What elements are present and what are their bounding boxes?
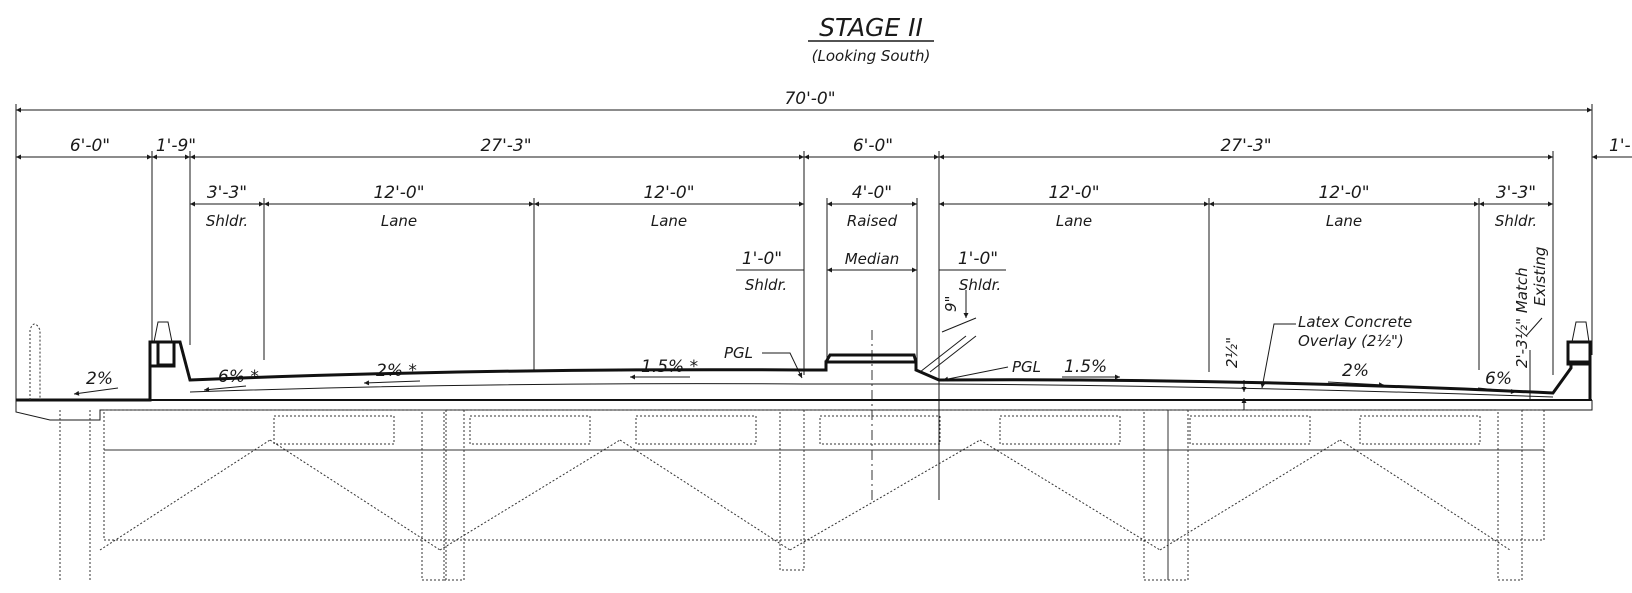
- lane-dimension-chain: 3'-3" 12'-0" 12'-0" 4'-0" 12'-0" 12'-0" …: [190, 183, 1553, 372]
- dim-median-height: 9": [942, 296, 960, 312]
- dim-lane-1: 12'-0": [373, 183, 424, 203]
- label-lane-4: Lane: [1326, 212, 1362, 230]
- dim-lane-2: 12'-0": [643, 183, 694, 203]
- label-pgl-left: PGL: [724, 344, 753, 362]
- label-lane-3: Lane: [1056, 212, 1092, 230]
- label-overlay-line1: Latex Concrete: [1298, 313, 1412, 331]
- label-shoulder-right: Shldr.: [1495, 212, 1537, 230]
- label-inner-shoulder-right: Shldr.: [959, 276, 1001, 294]
- label-match: 2'-3½" Match: [1513, 267, 1531, 368]
- slope-3: 2% *: [376, 361, 417, 381]
- dim-left-barrier: 1'-9": [156, 136, 196, 156]
- label-raised: Raised: [847, 212, 898, 230]
- pgl-callouts: PGL PGL: [724, 344, 1041, 382]
- slope-1: 2%: [86, 369, 113, 389]
- dim-left-sidewalk: 6'-0": [70, 136, 110, 156]
- primary-dimension-chain: 6'-0" 1'-9" 27'-3" 6'-0" 27'-3" 1'-: [16, 136, 1632, 500]
- slope-5: 1.5%: [1064, 357, 1107, 377]
- dim-overlay-thickness: 2½": [1223, 337, 1241, 368]
- dim-right-edge: 1'-: [1609, 136, 1631, 156]
- label-pgl-right: PGL: [1012, 358, 1041, 376]
- label-shoulder-left: Shldr.: [206, 212, 248, 230]
- slope-7: 6%: [1485, 369, 1512, 389]
- slope-4: 1.5% *: [641, 357, 698, 377]
- label-lane-1: Lane: [381, 212, 417, 230]
- dim-raised-median: 4'-0": [852, 183, 892, 203]
- label-inner-shoulder-left: Shldr.: [745, 276, 787, 294]
- overlay-callout: Latex Concrete Overlay (2½") 2½": [1223, 313, 1412, 410]
- superstructure-framing: [59, 409, 1545, 581]
- dim-median-width: 6'-0": [853, 136, 893, 156]
- deck-section: [15, 321, 1593, 421]
- dim-lane-4: 12'-0": [1318, 183, 1369, 203]
- label-lane-2: Lane: [651, 212, 687, 230]
- dim-left-shoulder: 3'-3": [207, 183, 247, 203]
- dim-lane-3: 12'-0": [1048, 183, 1099, 203]
- label-existing: Existing: [1531, 247, 1549, 306]
- dim-overall: 70'-0": [784, 89, 835, 109]
- dim-inner-shoulder-right: 1'-0": [958, 249, 998, 269]
- drawing-subtitle: (Looking South): [812, 47, 931, 65]
- match-existing-callout: 2'-3½" Match Existing: [1513, 247, 1549, 400]
- label-median: Median: [845, 250, 900, 268]
- overall-dimension: 70'-0": [15, 89, 1593, 400]
- drawing-title: STAGE II: [819, 13, 923, 42]
- dim-left-roadway: 27'-3": [480, 136, 531, 156]
- dim-right-shoulder: 3'-3": [1496, 183, 1536, 203]
- dim-right-roadway: 27'-3": [1220, 136, 1271, 156]
- slope-6: 2%: [1342, 361, 1369, 381]
- dim-inner-shoulder-left: 1'-0": [742, 249, 782, 269]
- cross-slopes: 2% 6% * 2% * 1.5% * 1.5% 2% 6%: [73, 357, 1517, 396]
- label-overlay-line2: Overlay (2½"): [1298, 332, 1404, 350]
- median-details: Median 1'-0" Shldr. 1'-0" Shldr. 9": [736, 249, 1006, 500]
